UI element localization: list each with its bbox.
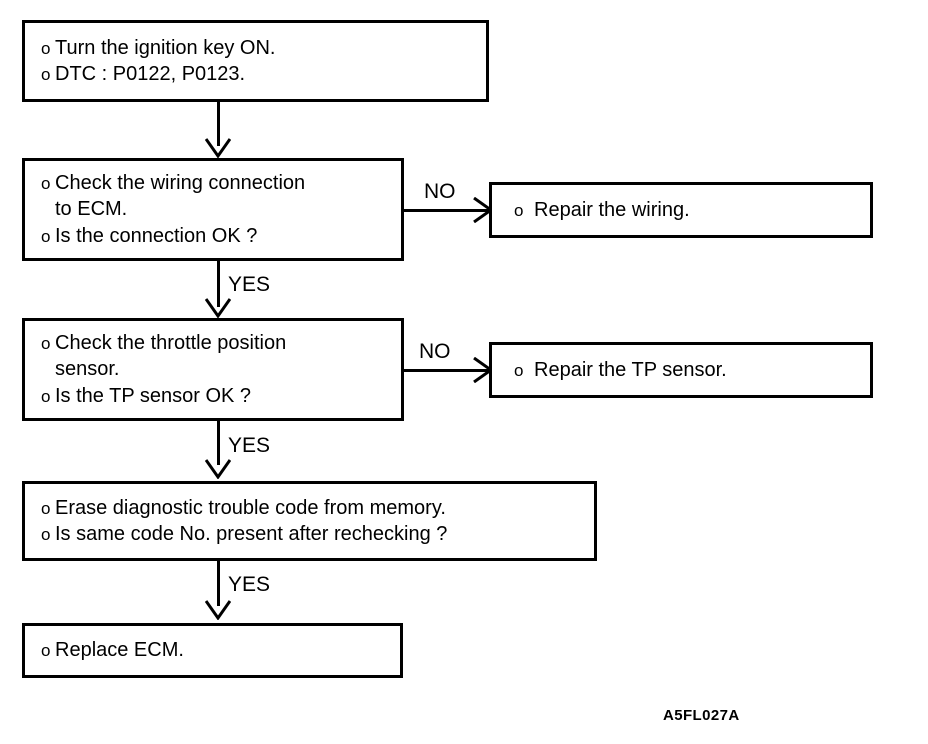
node-check-wiring-line-2: to ECM. (25, 196, 401, 222)
edge-start-to-wiring-line (217, 102, 220, 146)
edge-label-erase-yes: YES (228, 573, 271, 596)
node-check-wiring: o Check the wiring connection to ECM. o … (22, 158, 404, 261)
edge-erase-yes-arrowhead (204, 600, 232, 621)
node-repair-wiring-line-1: o Repair the wiring. (492, 197, 870, 223)
node-check-wiring-text-3: Is the connection OK ? (55, 224, 258, 247)
bullet-icon: o (41, 65, 51, 84)
node-repair-tp-sensor-line-1: o Repair the TP sensor. (492, 357, 870, 383)
edge-erase-yes-line (217, 561, 220, 606)
node-check-tp-sensor-text-2: sensor. (55, 358, 120, 381)
bullet-icon: o (41, 525, 51, 544)
edge-label-wiring-yes: YES (228, 273, 271, 296)
node-repair-tp-sensor: o Repair the TP sensor. (489, 342, 873, 398)
bullet-icon: o (41, 386, 51, 406)
edge-start-to-wiring-arrowhead (204, 138, 232, 159)
node-replace-ecm-text-1: Replace ECM. (55, 639, 184, 662)
bullet-icon: o (41, 498, 51, 518)
node-check-wiring-line-3: o Is the connection OK ? (25, 223, 401, 249)
edge-label-tp-yes: YES (228, 434, 271, 457)
node-erase-code-text-1: Erase diagnostic trouble code from memor… (55, 496, 446, 519)
node-repair-wiring-text-1: Repair the wiring. (534, 198, 690, 221)
node-check-wiring-line-1: o Check the wiring connection (25, 170, 401, 196)
node-check-tp-sensor-line-1: o Check the throttle position (25, 330, 401, 356)
bullet-icon: o (514, 360, 524, 380)
edge-tp-yes-arrowhead (204, 459, 232, 480)
node-check-tp-sensor: o Check the throttle position sensor. o … (22, 318, 404, 421)
edge-tp-yes-line (217, 421, 220, 465)
node-check-tp-sensor-text-1: Check the throttle position (55, 331, 287, 354)
edge-tp-no-line (404, 369, 492, 372)
node-check-wiring-text-2: to ECM. (55, 198, 128, 221)
edge-label-wiring-no: NO (424, 180, 456, 203)
node-repair-tp-sensor-text-1: Repair the TP sensor. (534, 358, 727, 381)
edge-label-tp-no: NO (419, 340, 451, 363)
bullet-icon: o (41, 38, 51, 58)
node-check-wiring-text-1: Check the wiring connection (55, 171, 306, 194)
bullet-icon: o (41, 173, 51, 193)
node-check-tp-sensor-line-2: sensor. (25, 356, 401, 382)
node-start-line-2: o DTC : P0122, P0123. (25, 61, 486, 87)
node-start: o Turn the ignition key ON. o DTC : P012… (22, 20, 489, 102)
edge-wiring-no-line (404, 209, 492, 212)
node-repair-wiring: o Repair the wiring. (489, 182, 873, 238)
node-check-tp-sensor-line-3: o Is the TP sensor OK ? (25, 383, 401, 409)
bullet-icon: o (41, 641, 51, 661)
bullet-icon: o (41, 333, 51, 353)
node-replace-ecm: o Replace ECM. (22, 623, 403, 678)
node-replace-ecm-line-1: o Replace ECM. (25, 637, 400, 663)
node-erase-code-line-2: o Is same code No. present after recheck… (25, 521, 594, 547)
bullet-icon: o (41, 226, 51, 246)
edge-wiring-yes-arrowhead (204, 298, 232, 319)
bullet-icon: o (514, 200, 524, 220)
node-erase-code-line-1: o Erase diagnostic trouble code from mem… (25, 495, 594, 521)
node-erase-code: o Erase diagnostic trouble code from mem… (22, 481, 597, 561)
node-erase-code-text-2: Is same code No. present after recheckin… (55, 523, 448, 545)
figure-code-label: A5FL027A (663, 707, 740, 724)
node-start-text-1: Turn the ignition key ON. (55, 36, 276, 59)
edge-wiring-yes-line (217, 261, 220, 307)
node-check-tp-sensor-text-3: Is the TP sensor OK ? (55, 384, 252, 407)
node-start-line-1: o Turn the ignition key ON. (25, 35, 486, 61)
node-start-text-2: DTC : P0122, P0123. (55, 63, 246, 85)
